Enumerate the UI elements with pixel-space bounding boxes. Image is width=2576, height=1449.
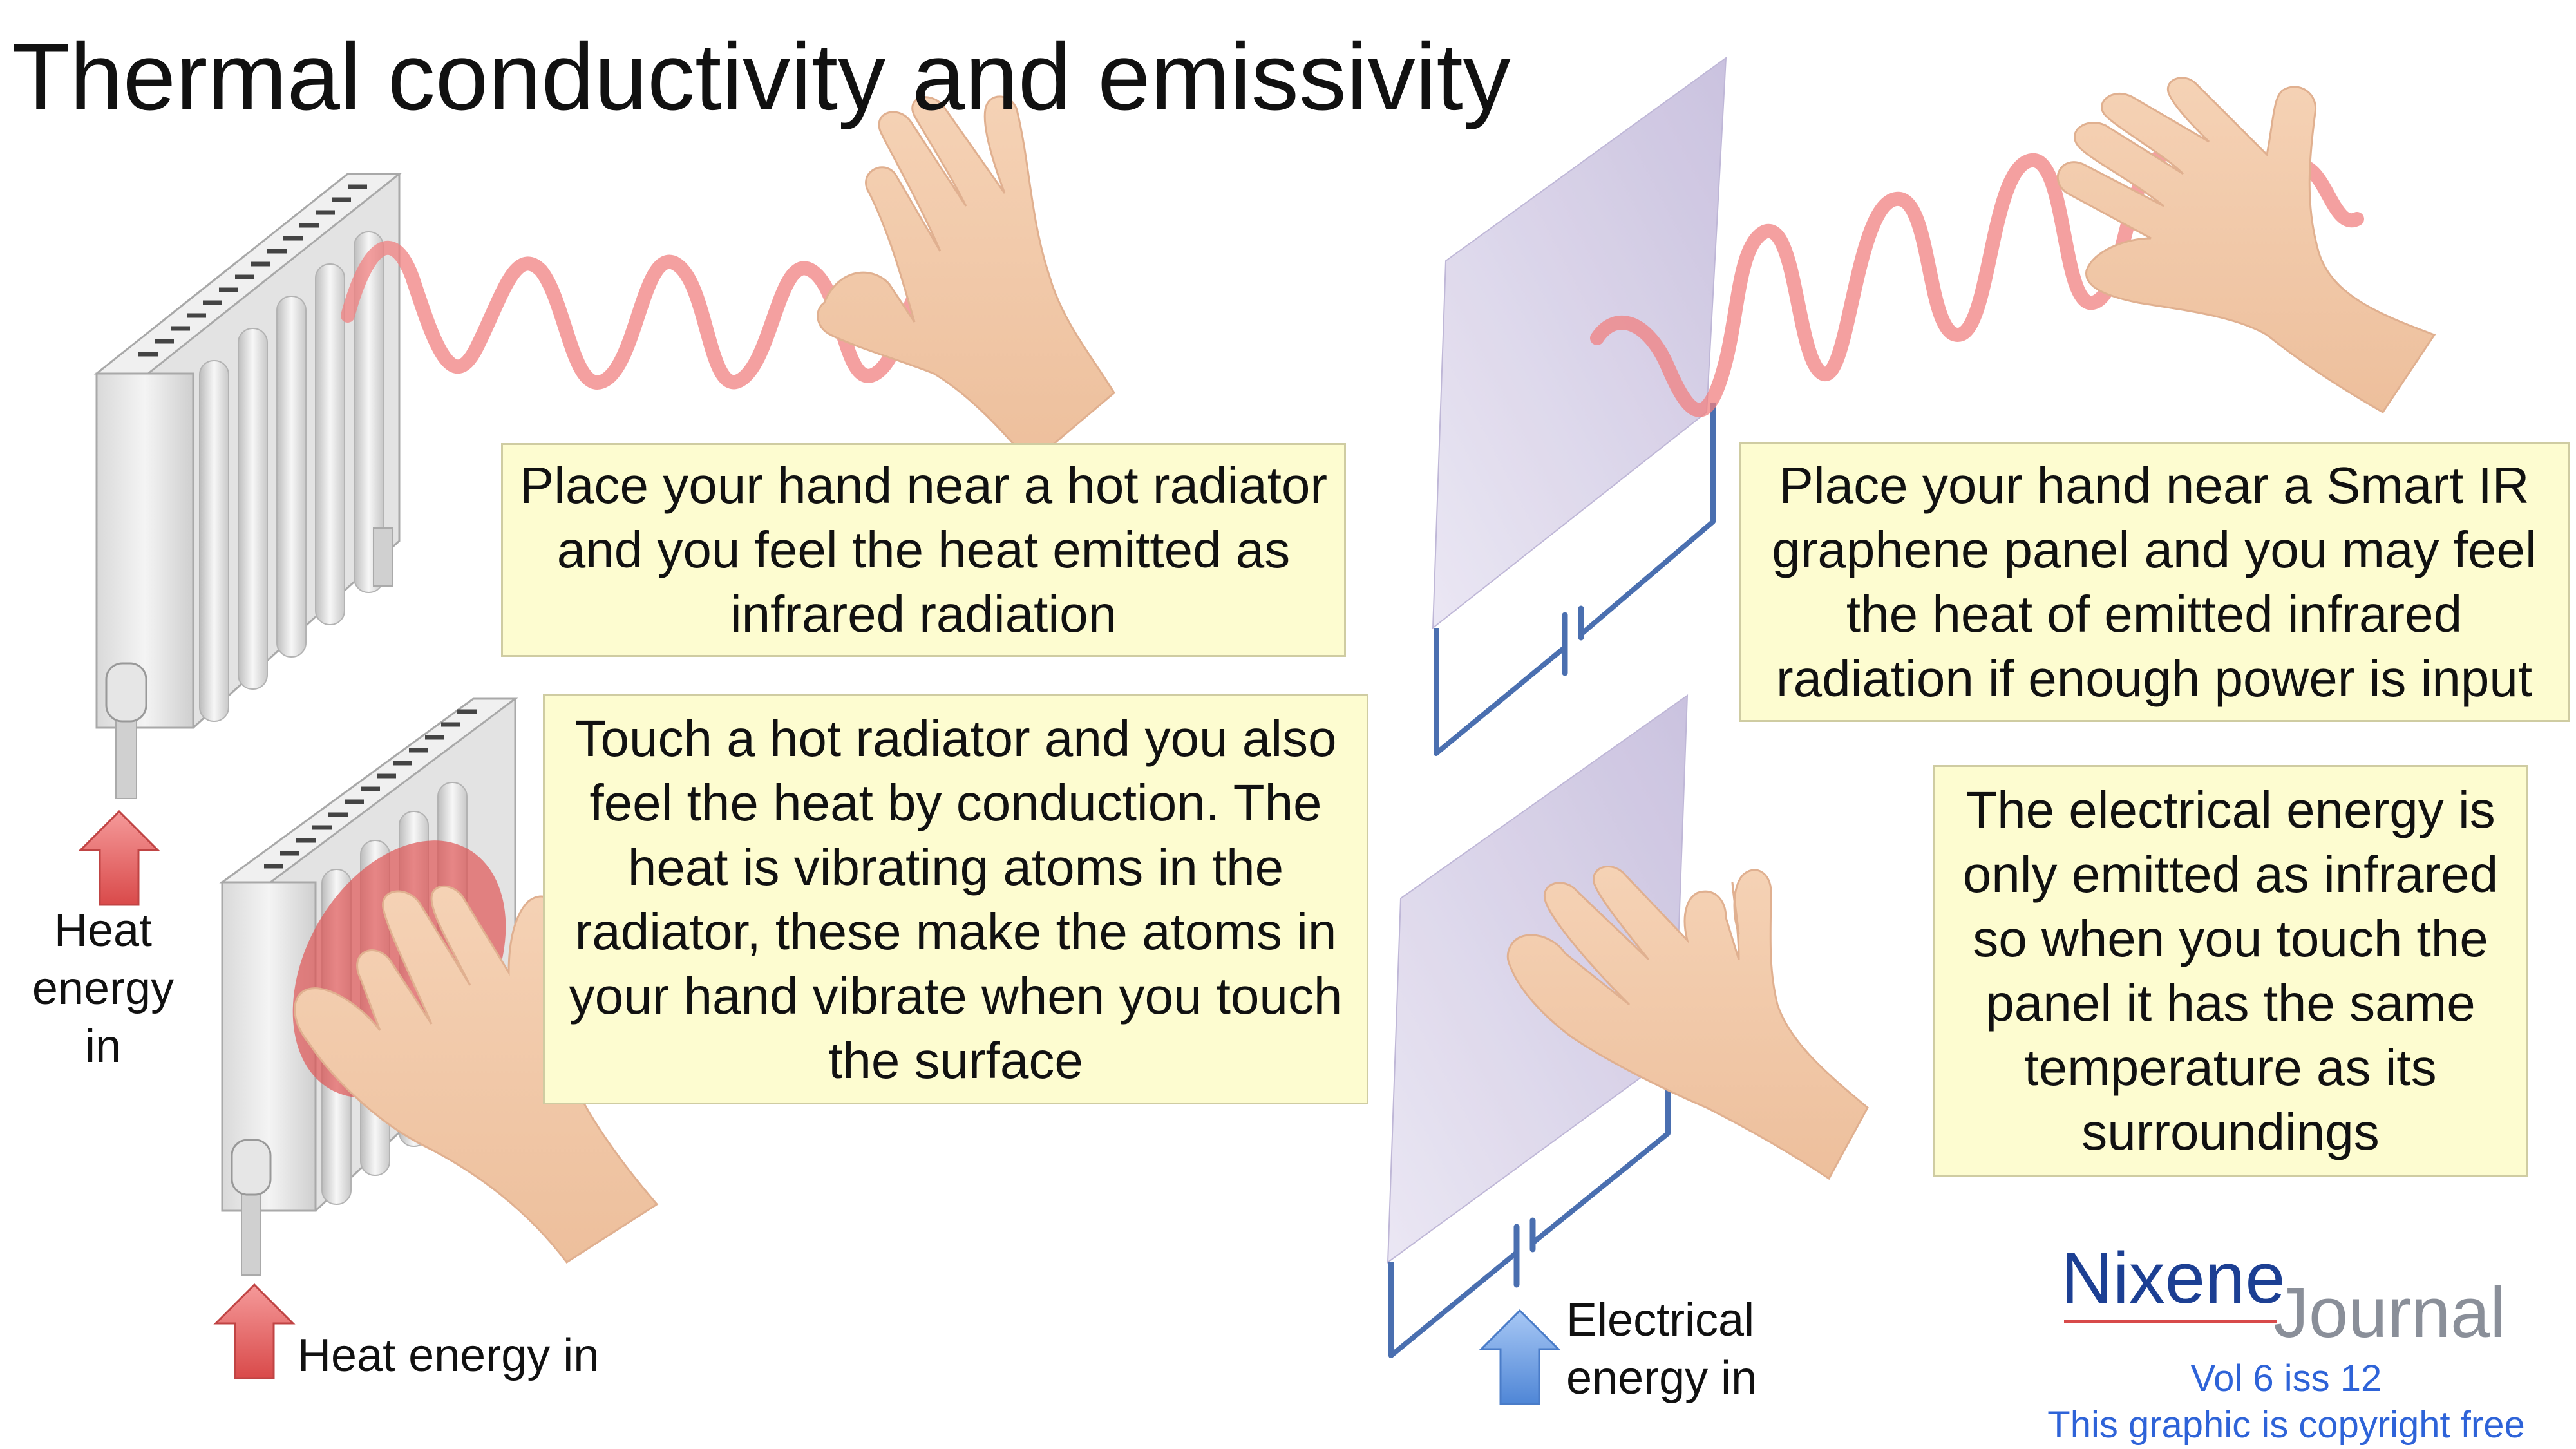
arrow-up-icon — [78, 810, 160, 906]
battery-icon — [1513, 1217, 1536, 1288]
circuit-wire — [1434, 402, 1716, 756]
heat-energy-in-label-bottom: Heat energy in — [298, 1330, 600, 1381]
callout-panel-near: Place your hand near a Smart IR graphene… — [1739, 442, 2570, 722]
brand-name: Nixene — [2061, 1238, 2286, 1318]
brand-underline — [2064, 1320, 2277, 1323]
arrow-up-icon — [1479, 1309, 1561, 1405]
electrical-energy-in-label: Electrical energy in — [1566, 1294, 1757, 1404]
page-title: Thermal conductivity and emissivity — [12, 24, 1511, 130]
callout-panel-touch: The electrical energy is only emitted as… — [1933, 765, 2528, 1177]
arrow-up-icon — [213, 1283, 296, 1379]
brand-suffix: Journal — [2273, 1273, 2506, 1352]
callout-radiator-touch: Touch a hot radiator and you also feel t… — [543, 694, 1368, 1104]
hand-icon — [2056, 77, 2436, 413]
copyright-notice: This graphic is copyright free — [2047, 1404, 2525, 1446]
hand-icon — [294, 885, 659, 1264]
radiator-icon — [93, 173, 402, 799]
hand-icon — [1506, 866, 1869, 1180]
hand-icon — [817, 95, 1115, 466]
battery-icon — [1562, 605, 1584, 676]
callout-radiator-near: Place your hand near a hot radiator and … — [501, 443, 1346, 657]
heat-energy-in-label-top: Heat energy in — [32, 905, 175, 1072]
graphene-panel-icon — [1432, 56, 1727, 630]
issue-label: Vol 6 iss 12 — [2190, 1358, 2382, 1399]
